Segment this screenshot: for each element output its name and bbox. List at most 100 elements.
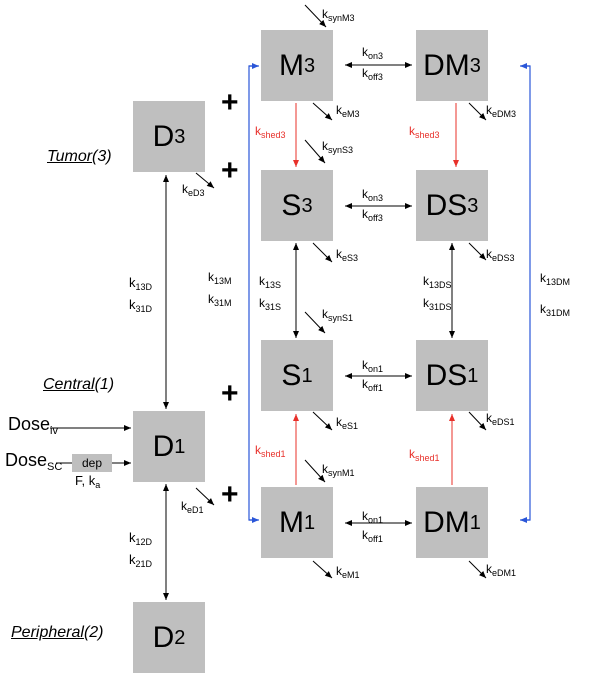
rate-k13S-k31S: k13S k31S <box>259 272 281 316</box>
box-dm3-label: DM <box>423 48 470 82</box>
rate-k13D-k31D: k13D k31D <box>129 274 152 318</box>
rate-k: k <box>182 182 188 196</box>
rate-k: k <box>255 124 261 138</box>
rate-sub: off1 <box>368 383 383 393</box>
ksynM1-arrow <box>304 459 326 483</box>
box-dm3-sub: 3 <box>469 54 481 77</box>
keS1-arrow <box>312 411 333 431</box>
rate-k: k <box>362 358 368 372</box>
rate-k31M: k31M <box>208 290 232 312</box>
dose-sc-text: Dose <box>5 450 48 470</box>
rate-kon1-top: kon1 <box>362 359 383 374</box>
rate-k: k <box>486 411 492 425</box>
plus-sign-2: + <box>221 154 239 187</box>
box-d2-label: D <box>152 620 175 654</box>
ksynM3-arrow <box>304 4 327 28</box>
box-ds1-sub: 1 <box>467 364 479 387</box>
rate-sub: 12D <box>135 537 153 547</box>
rate-ksynS1: ksynS1 <box>322 308 353 323</box>
rate-koff1-bottom: koff1 <box>362 529 383 544</box>
rate-k: k <box>409 124 415 138</box>
box-d3-label: D <box>152 119 175 153</box>
rate-k13M: k13M <box>208 268 232 290</box>
rate-keM3: keM3 <box>336 104 360 119</box>
rate-k12D-k21D: k12D k21D <box>129 529 152 573</box>
rate-sub: 31DS <box>429 302 452 312</box>
rate-k: k <box>486 103 492 117</box>
box-d3-sub: 3 <box>174 125 186 148</box>
rate-sub: eDM3 <box>492 109 517 119</box>
compartment-peripheral: Peripheral(2) <box>11 624 104 642</box>
rate-sub: on3 <box>368 51 384 61</box>
rate-sub: shed3 <box>261 130 286 140</box>
dose-iv-label: Doseiv <box>8 415 58 437</box>
rate-sub: off3 <box>368 72 383 82</box>
rate-sub: eD1 <box>187 505 204 515</box>
plus-sign-1: + <box>221 86 239 119</box>
ka-sub: a <box>95 480 101 490</box>
dose-iv-text: Dose <box>8 414 51 434</box>
rate-sub: shed1 <box>415 453 440 463</box>
rate-sub: eS3 <box>342 253 359 263</box>
rate-k: k <box>362 45 368 59</box>
keS3-arrow <box>312 242 333 263</box>
rate-k13S: k13S <box>259 272 281 294</box>
box-ds1-label: DS <box>425 358 468 392</box>
dose-sc-sub: SC <box>47 461 63 473</box>
rate-k: k <box>336 415 342 429</box>
ksynS3-arrow <box>304 139 326 164</box>
rate-sub: eDM1 <box>492 568 517 578</box>
rate-keS1: keS1 <box>336 416 358 431</box>
rate-sub: synS3 <box>328 145 354 155</box>
depot-label: dep <box>81 456 103 470</box>
ksynS1-arrow <box>304 311 326 334</box>
rate-k21D: k21D <box>129 551 152 573</box>
rate-k: k <box>540 302 546 316</box>
box-dm1-sub: 1 <box>469 511 481 534</box>
box-d2-sub: 2 <box>174 626 186 649</box>
rate-keD3: keD3 <box>182 183 205 198</box>
rate-k: k <box>540 271 546 285</box>
rate-koff3-bottom: koff3 <box>362 208 383 223</box>
keDS1-arrow <box>468 411 487 431</box>
rate-k: k <box>208 292 214 306</box>
dm-distribution-bracket <box>521 65 531 521</box>
box-s3-sub: 3 <box>301 194 313 217</box>
rate-sub: shed1 <box>261 449 286 459</box>
rate-kshed3-left: kshed3 <box>255 125 286 140</box>
plus-sign-4: + <box>221 478 239 511</box>
box-m1-sub: 1 <box>303 511 316 534</box>
keDM1-arrow <box>468 560 487 579</box>
rate-keDM3: keDM3 <box>486 104 516 119</box>
rate-sub: eM3 <box>342 109 360 119</box>
rate-sub: synS1 <box>328 313 354 323</box>
rate-k: k <box>129 275 136 290</box>
rate-kon3-bottom: kon3 <box>362 188 383 203</box>
rate-k31S: k31S <box>259 294 281 316</box>
box-s3-label: S <box>281 188 302 222</box>
rate-ksynM3: ksynM3 <box>322 8 355 23</box>
rate-k: k <box>129 530 136 545</box>
rate-sub: off3 <box>368 213 383 223</box>
rate-sub: 13S <box>265 280 282 290</box>
box-s1-label: S <box>281 358 302 392</box>
rate-koff3-top: koff3 <box>362 67 383 82</box>
rate-k: k <box>259 274 265 288</box>
rate-k: k <box>208 270 214 284</box>
rate-sub: 13D <box>135 282 153 292</box>
rate-kon3-top: kon3 <box>362 46 383 61</box>
box-s1-sub: 1 <box>301 364 313 387</box>
rate-sub: 21D <box>135 559 153 569</box>
rate-sub: shed3 <box>415 130 440 140</box>
rate-keM1: keM1 <box>336 565 360 580</box>
rate-k: k <box>409 447 415 461</box>
rate-k: k <box>362 528 368 542</box>
keDS3-arrow <box>468 242 487 261</box>
rate-k: k <box>362 187 368 201</box>
rate-k: k <box>255 443 261 457</box>
rate-k13DM: k13DM <box>540 272 570 287</box>
